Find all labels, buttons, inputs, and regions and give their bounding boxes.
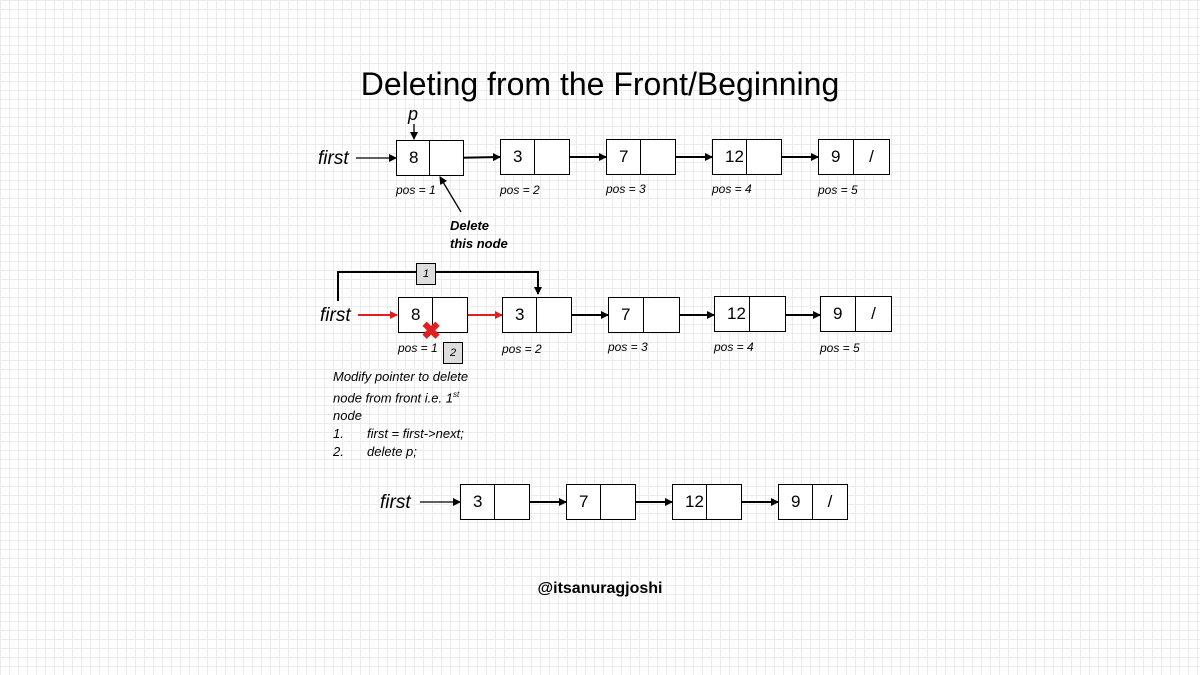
node-value: 7: [607, 140, 641, 174]
note-line3: node: [333, 408, 362, 424]
row1-node-4: 12: [712, 139, 782, 175]
row3-node-1: 3: [460, 484, 530, 520]
node-value: 12: [715, 297, 750, 331]
explanation-note: Modify pointer to delete node from front…: [333, 368, 468, 461]
row2-pos-1: pos = 1: [398, 341, 438, 355]
node-next: /: [871, 304, 876, 323]
node-value: 9: [779, 485, 813, 519]
node-value: 8: [399, 298, 433, 332]
node-next: [430, 141, 463, 175]
row3-node-3: 12: [672, 484, 742, 520]
row1-node-5: 9 /: [818, 139, 890, 175]
row1-pos-3: pos = 3: [606, 182, 646, 196]
row2-pos-4: pos = 4: [714, 340, 754, 354]
p-label: p: [408, 104, 419, 124]
row2-pos-2: pos = 2: [502, 342, 542, 356]
node-next: [641, 140, 675, 174]
node-next: [601, 485, 635, 519]
note-step-2: 2.delete p;: [333, 444, 417, 460]
row3-node-2: 7: [566, 484, 636, 520]
row1-node-2: 3: [500, 139, 570, 175]
row2-node-1: 8: [398, 297, 468, 333]
node-next: /: [869, 147, 874, 166]
node-value: 7: [609, 298, 644, 332]
node-value: 9: [819, 140, 854, 174]
node-value: 9: [821, 297, 856, 331]
note-step-1: 1.first = first->next;: [333, 426, 464, 442]
node-value: 7: [567, 485, 601, 519]
row1-node-3: 7: [606, 139, 676, 175]
delete-annotation: Delete this node: [450, 217, 508, 253]
node-next: [707, 485, 741, 519]
node-value: 12: [673, 485, 707, 519]
step1-badge: 1: [416, 263, 436, 285]
node-value: 3: [503, 298, 537, 332]
node-value: 3: [501, 140, 535, 174]
row3-node-4: 9 /: [778, 484, 848, 520]
node-next: [644, 298, 679, 332]
row1-pos-5: pos = 5: [818, 183, 858, 197]
page-title: Deleting from the Front/Beginning: [360, 66, 840, 102]
delete-x-icon: ✖: [421, 318, 442, 345]
note-line2: node from front i.e. 1st: [333, 390, 460, 406]
step2-badge: 2: [443, 342, 463, 364]
note-line1: Modify pointer to delete: [333, 369, 469, 384]
row1-pos-4: pos = 4: [712, 182, 752, 196]
row2-node-4: 12: [714, 296, 786, 332]
node-value: 12: [713, 140, 747, 174]
node-next: [537, 298, 571, 332]
row2-node-2: 3: [502, 297, 572, 333]
delete-annotation-line1: Delete: [450, 218, 490, 233]
author-credit: @itsanuragjoshi: [537, 580, 663, 597]
delete-annotation-line2: this node: [450, 236, 508, 251]
row3-first-label: first: [380, 492, 411, 513]
node-next: [747, 140, 781, 174]
node-next: [535, 140, 569, 174]
node-next: /: [827, 492, 833, 511]
row2-pos-5: pos = 5: [820, 341, 860, 355]
row1-node-1: 8: [396, 140, 464, 176]
row2-node-5: 9 /: [820, 296, 892, 332]
row2-pos-3: pos = 3: [608, 340, 648, 354]
delete-annotation-arrow: [439, 176, 462, 213]
node-value: 8: [397, 141, 430, 175]
node-value: 3: [461, 485, 495, 519]
node-next: [750, 297, 785, 331]
row1-first-label: first: [318, 148, 349, 169]
node-next: [495, 485, 529, 519]
row1-pos-1: pos = 1: [396, 183, 436, 197]
row1-pos-2: pos = 2: [500, 183, 540, 197]
row2-node-3: 7: [608, 297, 680, 333]
row2-first-label: first: [320, 305, 351, 326]
step1-bypass-arrow: [337, 271, 542, 301]
